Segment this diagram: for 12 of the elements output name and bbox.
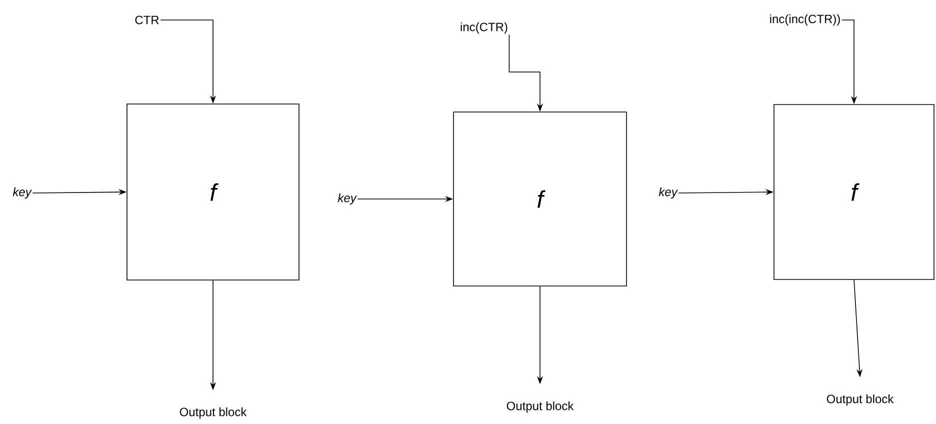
- key-label: key: [338, 193, 357, 205]
- label-text: CTR: [135, 16, 159, 24]
- key-label: key: [12, 187, 32, 199]
- function-box: f: [774, 104, 934, 280]
- label-text: Output block: [506, 401, 574, 413]
- function-box: f: [126, 104, 300, 280]
- function-box: f: [453, 112, 627, 286]
- label-text: inc(inc(CTR)): [770, 14, 840, 26]
- key-label: key: [658, 187, 678, 199]
- label-text: Output block: [826, 394, 894, 406]
- label-text: Output block: [180, 407, 247, 419]
- label-text: inc(CTR): [460, 22, 508, 34]
